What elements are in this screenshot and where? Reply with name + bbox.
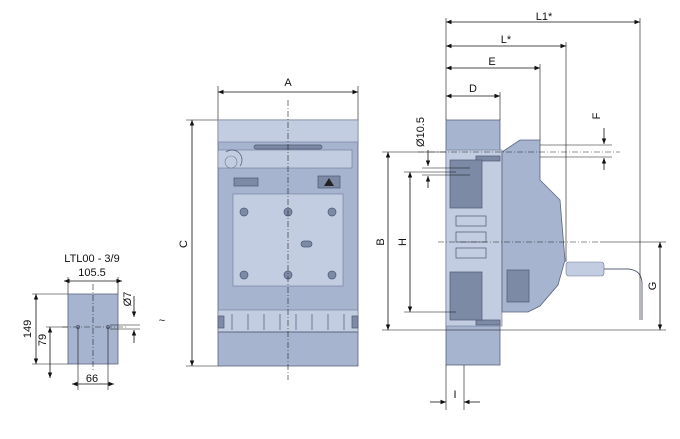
side-hole-label: Ø10.5 <box>415 117 427 147</box>
front-indicator-window <box>233 177 259 187</box>
left-view-height-label: 149 <box>22 320 34 338</box>
front-screw <box>327 270 337 280</box>
left-view-width-label: 105.5 <box>78 267 106 279</box>
side-H-label: H <box>397 238 409 246</box>
side-E-label: E <box>488 56 495 68</box>
left-view-mid-height-label: 79 <box>37 334 49 346</box>
front-height-label: C <box>178 240 190 248</box>
side-L1-label: L1* <box>536 11 553 23</box>
front-screw <box>239 207 249 217</box>
front-handle <box>217 149 353 169</box>
left-view-title: LTL00 - 3/9 <box>64 253 119 265</box>
front-screw <box>327 207 337 217</box>
front-width-label: A <box>284 77 292 89</box>
side-cable-gland <box>565 261 605 277</box>
side-terminal-top <box>449 159 483 209</box>
front-screw <box>239 270 249 280</box>
side-B-label: B <box>375 238 387 245</box>
left-view-hole-spacing-label: 66 <box>86 373 98 385</box>
side-L-label: L* <box>501 34 512 46</box>
side-terminal-bottom <box>449 271 483 321</box>
side-F-label: F <box>591 112 603 119</box>
left-view-hole-label: Ø7 <box>122 292 134 307</box>
left-view: LTL00 - 3/9 105.5 149 79 Ø7 66 <box>22 253 140 390</box>
side-G-label: G <box>647 282 659 291</box>
side-D-label: D <box>469 83 477 95</box>
front-view: A C ~ <box>159 77 359 380</box>
side-view: L1* L* E D F Ø10.5 B H <box>375 11 666 410</box>
front-side-mark: ~ <box>159 315 165 327</box>
side-I-label: I <box>453 389 456 401</box>
side-cable <box>604 268 643 320</box>
side-cover <box>501 139 566 313</box>
